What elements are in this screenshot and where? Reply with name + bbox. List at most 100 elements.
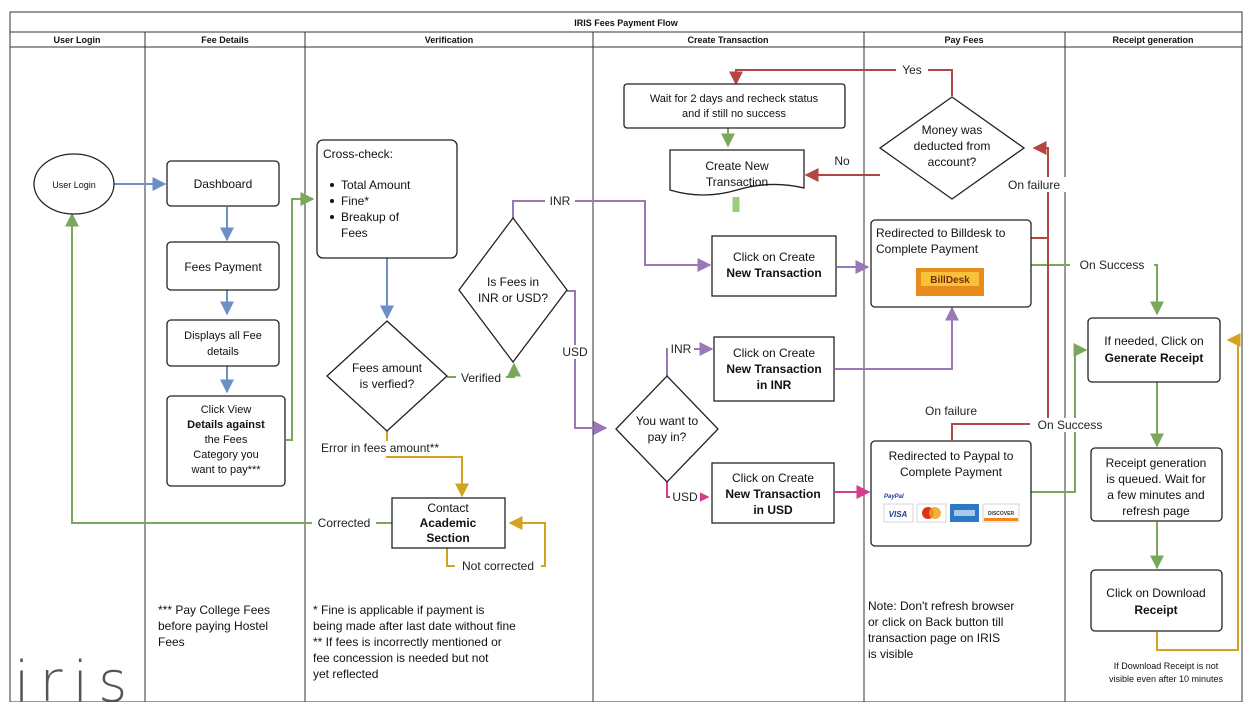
paypal-line-1: Redirected to Paypal to — [889, 449, 1014, 463]
node-click-view-details: Click View Details against the Fees Cate… — [166, 395, 286, 487]
wait-line-1: Wait for 2 days and recheck status — [650, 93, 819, 105]
paypal-line-2: Complete Payment — [900, 465, 1003, 479]
fee-details-note: *** Pay College Fees before paying Hoste… — [158, 603, 270, 649]
edge-billdesk-success — [1031, 264, 1164, 316]
label-usd-low: USD — [672, 490, 698, 504]
label-inr-top: INR — [550, 194, 571, 208]
pay-note-line-4: is visible — [868, 647, 914, 661]
lane-create-transaction: Create Transaction — [687, 35, 768, 45]
want-line-1: You want to — [636, 414, 699, 428]
usd-line-1: Click on Create — [732, 471, 814, 485]
download-line-1: Click on Download — [1106, 586, 1205, 600]
fees-payment-label: Fees Payment — [184, 260, 262, 274]
download-line-2: Receipt — [1134, 603, 1177, 617]
contact-line-1: Contact — [427, 501, 469, 515]
money-line-3: account? — [928, 155, 977, 169]
create-new-line-2: Transaction — [706, 175, 768, 189]
cross-check-item-4: Fees — [341, 226, 368, 240]
node-generate-receipt: If needed, Click on Generate Receipt — [1087, 317, 1221, 383]
label-verified: Verified — [461, 371, 501, 385]
cross-check-item-3: Breakup of — [341, 210, 400, 224]
is-fees-line-2: INR or USD? — [478, 291, 548, 305]
lane-headers: User Login Fee Details Verification Crea… — [53, 35, 1193, 45]
money-line-2: deducted from — [914, 139, 991, 153]
edge-paypal-fail — [951, 238, 1049, 440]
pay-note-line-1: Note: Don't refresh browser — [868, 599, 1014, 613]
label-on-failure-top: On failure — [1008, 178, 1060, 192]
node-paypal: Redirected to Paypal to Complete Payment… — [870, 440, 1032, 547]
inr-line-3: in INR — [757, 378, 792, 392]
verif-note-line-3: ** If fees is incorrectly mentioned or — [313, 635, 502, 649]
edge-corrected-login — [65, 212, 392, 524]
diagram-title: IRIS Fees Payment Flow — [574, 18, 679, 28]
label-not-corrected: Not corrected — [462, 559, 534, 573]
verif-note-line-2: being made after last date without fine — [313, 619, 516, 633]
lane-user-login: User Login — [53, 35, 100, 45]
node-displays-all-fee-details: Displays all Fee details — [166, 319, 280, 367]
queued-line-2: is queued. Wait for — [1106, 472, 1206, 486]
billdesk-line-2: Complete Payment — [876, 242, 979, 256]
label-on-failure-mid: On failure — [925, 404, 977, 418]
money-line-1: Money was — [922, 123, 983, 137]
pay-fees-note: Note: Don't refresh browser or click on … — [868, 599, 1014, 661]
node-dashboard: Dashboard — [166, 160, 280, 207]
is-fees-line-1: Is Fees in — [487, 275, 539, 289]
queued-line-1: Receipt generation — [1106, 456, 1207, 470]
billdesk-line-1: Redirected to Billdesk to — [876, 226, 1006, 240]
click-create-line-2: New Transaction — [726, 266, 821, 280]
edge-not-corrected — [446, 516, 546, 567]
edge-verified-error — [386, 430, 469, 498]
click-create-line-1: Click on Create — [733, 250, 815, 264]
label-on-success-mid: On Success — [1038, 418, 1103, 432]
billdesk-logo-text: BillDesk — [930, 275, 970, 286]
discover-card-icon — [982, 503, 1020, 523]
edge-labels: Yes No On failure INR USD Verified On Su… — [312, 63, 1154, 574]
discover-card-text: DISCOVER — [988, 511, 1015, 517]
usd-line-2: New Transaction — [725, 487, 820, 501]
cross-check-title: Cross-check: — [323, 147, 393, 161]
node-money-deducted-decision: Money was deducted from account? — [878, 96, 1026, 200]
edge-is-fees-inr — [512, 200, 712, 272]
edge-money-yes — [729, 69, 953, 96]
edge-is-fees-usd — [567, 290, 608, 435]
label-usd: USD — [562, 345, 588, 359]
card-logos: VISA DISCOVER — [883, 503, 1020, 523]
pay-note-line-2: or click on Back button till — [868, 615, 1003, 629]
generate-line-1: If needed, Click on — [1104, 334, 1203, 348]
node-wait-recheck: Wait for 2 days and recheck status and i… — [623, 83, 846, 129]
node-click-create-inr: Click on Create New Transaction in INR — [713, 336, 835, 402]
user-login-label: User Login — [52, 180, 96, 190]
edge-view-details-crosscheck — [286, 192, 315, 441]
label-error-fees: Error in fees amount** — [321, 441, 439, 455]
fee-note-line-2: before paying Hostel — [158, 619, 268, 633]
verification-note: * Fine is applicable if payment is being… — [313, 603, 516, 681]
node-is-fees-inr-usd-decision: Is Fees in INR or USD? — [458, 216, 568, 364]
pay-note-line-3: transaction page on IRIS — [868, 631, 1000, 645]
queued-line-3: a few minutes and — [1107, 488, 1204, 502]
iris-logo: iris — [14, 650, 137, 702]
view-details-line-4: Category you — [193, 449, 258, 461]
label-on-success-top: On Success — [1080, 258, 1145, 272]
displays-line-2: details — [207, 346, 239, 358]
verif-note-line-5: yet reflected — [313, 667, 378, 681]
generate-line-2: Generate Receipt — [1105, 351, 1204, 365]
lane-fee-details: Fee Details — [201, 35, 249, 45]
label-corrected: Corrected — [318, 516, 371, 530]
node-user-login: User Login — [33, 153, 115, 215]
view-details-line-3: the Fees — [205, 434, 248, 446]
view-details-line-2: Details against — [187, 419, 265, 431]
lane-pay-fees: Pay Fees — [944, 35, 983, 45]
edge-tx-inr-billdesk — [835, 306, 959, 370]
node-fees-payment: Fees Payment — [166, 241, 280, 291]
verif-note-line-1: * Fine is applicable if payment is — [313, 603, 484, 617]
edge-billdesk-fail — [1031, 141, 1049, 239]
cross-check-item-1: Total Amount — [341, 178, 411, 192]
edges — [65, 69, 1241, 651]
label-no: No — [834, 154, 850, 168]
node-fees-verified-decision: Fees amount is verfied? — [326, 320, 448, 432]
edge-download-not-visible — [1156, 333, 1241, 651]
verified-line-1: Fees amount — [352, 361, 423, 375]
fee-note-line-3: Fees — [158, 635, 185, 649]
node-receipt-queued: Receipt generation is queued. Wait for a… — [1090, 447, 1223, 522]
